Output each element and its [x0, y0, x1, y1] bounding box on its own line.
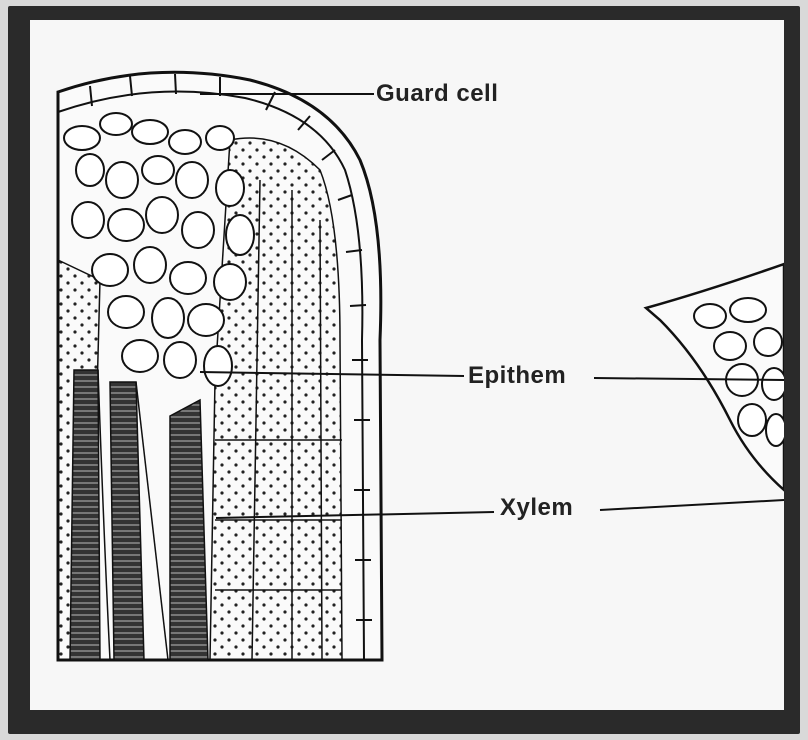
label-xylem: Xylem [500, 494, 573, 522]
label-epithem: Epithem [468, 362, 566, 390]
xylem-strands [70, 370, 208, 660]
adjacent-leaf-section [646, 264, 784, 490]
hydathode-illustration [30, 20, 784, 710]
figure-frame: Guard cell Epithem Xylem [8, 6, 800, 734]
diagram-canvas: Guard cell Epithem Xylem [30, 20, 784, 710]
label-guard-cell: Guard cell [376, 80, 498, 108]
